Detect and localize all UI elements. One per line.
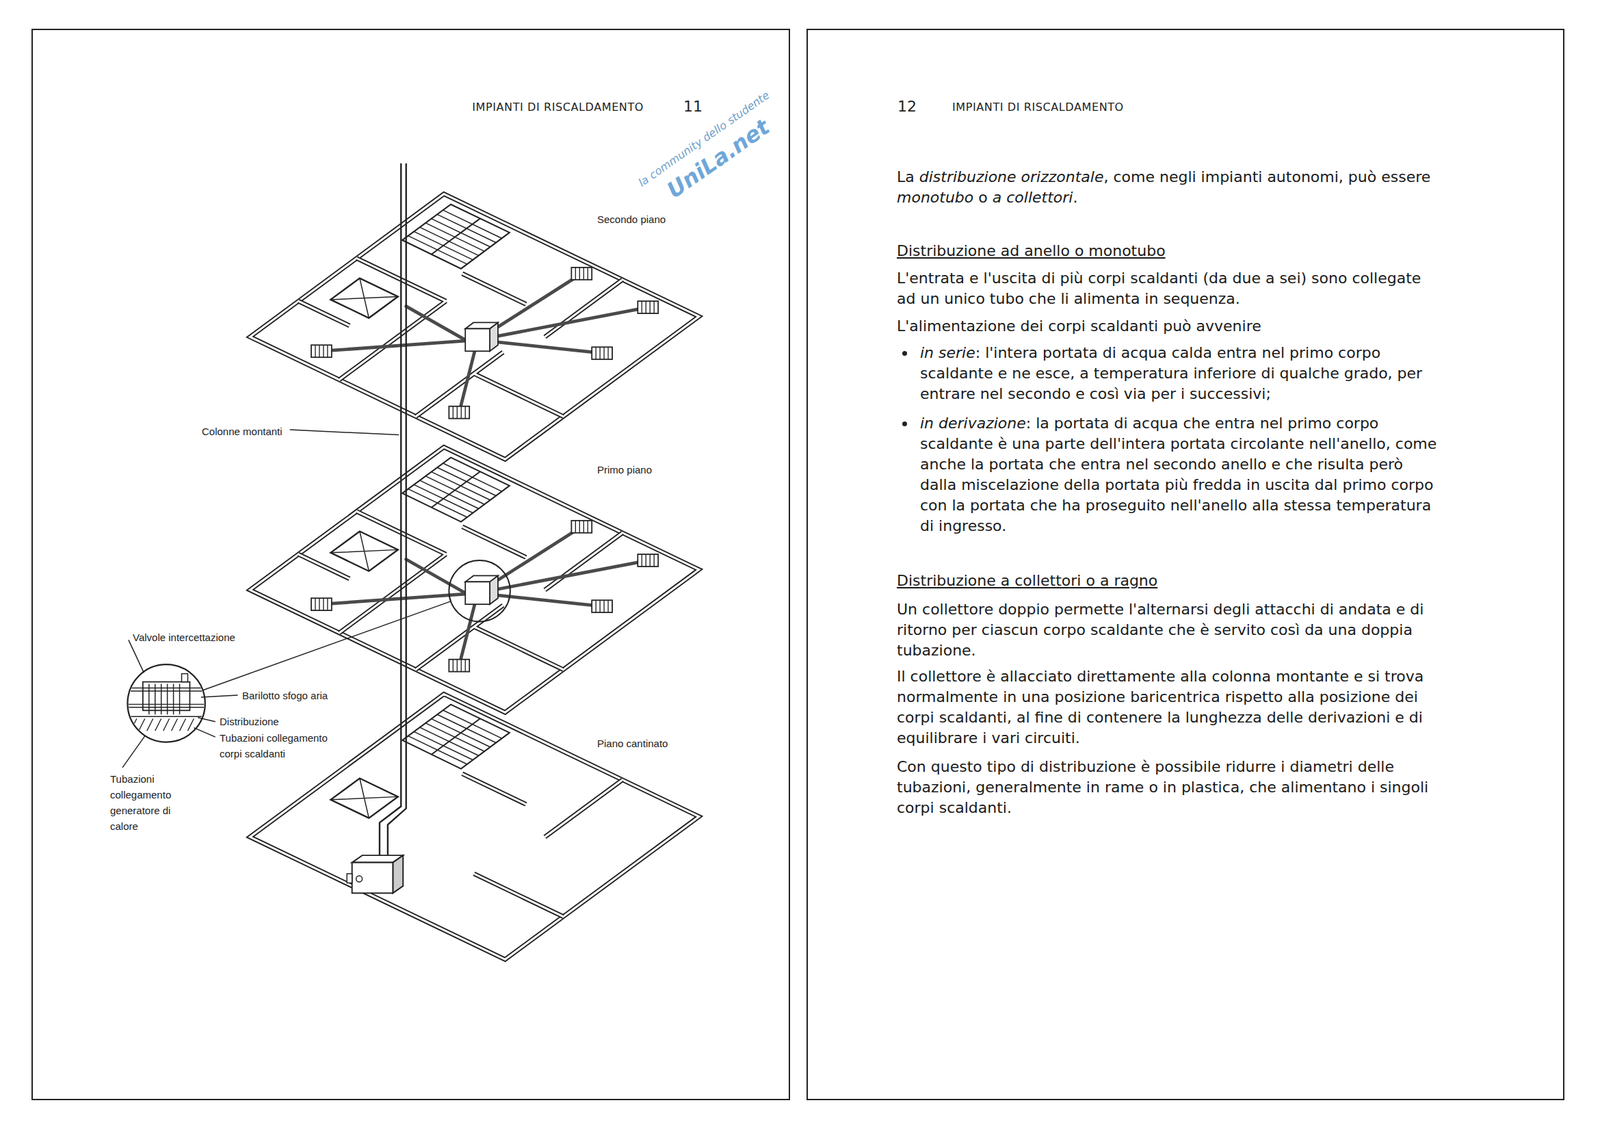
emphasis: in serie [920,344,976,362]
leader-line [122,736,146,768]
floor-label: Secondo piano [597,211,666,228]
running-head: IMPIANTI DI RISCALDAMENTO [471,100,644,115]
floor-plan [249,194,699,460]
body-paragraph: Un collettore doppio permette l'alternar… [896,599,1445,661]
leader-line [197,717,215,722]
text-column: La distribuzione orizzontale, come negli… [896,166,1445,819]
section-heading: Distribuzione ad anello o monotubo [896,240,1445,262]
bullet-dot [902,421,908,427]
body-paragraph: Il collettore è allacciato direttamente … [896,666,1445,749]
callout-label: Colonne montanti [201,423,283,440]
staircase [402,704,510,769]
page-frame: 12 IMPIANTI DI RISCALDAMENTO La distribuzi… [806,28,1565,1100]
detail-view [127,664,205,742]
body-paragraph: L'alimentazione dei corpi scaldanti può … [896,316,1445,337]
emphasis: in derivazione [920,414,1027,432]
emphasis: distribuzione orizzontale [919,168,1105,186]
wall [462,773,623,917]
body-paragraph: Con questo tipo di distribuzione è possi… [896,756,1445,819]
callout-label: Distribuzione [219,713,280,730]
body-paragraph: L'entrata e l'uscita di più corpi scalda… [896,268,1445,310]
bullet-text: in derivazione: la portata di acqua che … [920,413,1445,537]
callout-label: Barilotto sfogo aria [242,687,328,704]
floor-label: Primo piano [597,461,652,478]
running-head: IMPIANTI DI RISCALDAMENTO [952,100,1124,115]
emphasis: a collettori [992,188,1074,206]
leader-line [203,601,451,691]
riser-column [379,163,407,858]
bullet-text: in serie: l'intera portata di acqua cald… [920,342,1445,405]
emphasis: monotubo [896,188,974,206]
boiler [346,855,403,893]
leader-line [290,429,400,435]
detail-marker [448,560,511,622]
body-paragraph: La distribuzione orizzontale, come negli… [896,166,1445,208]
bullet-item: in serie: l'intera portata di acqua cald… [896,342,1445,405]
callout-label: Tubazioni collegamento generatore di cal… [110,770,176,834]
shaft [330,778,398,819]
bullet-item: in derivazione: la portata di acqua che … [896,413,1445,537]
floor-label: Piano cantinato [597,735,668,752]
page-number: 12 [897,97,917,116]
callout-label: Tubazioni collegamento corpi scaldanti [219,729,336,762]
leader-line [128,639,144,673]
floor-plan [249,446,699,713]
leader-line [193,727,215,737]
page-number: 11 [683,97,703,116]
callout-label: Valvole intercettazione [132,629,236,646]
wall [462,773,623,917]
leader-line [201,694,239,698]
section-heading: Distribuzione a collettori o a ragno [896,570,1445,592]
bullet-dot [902,350,908,356]
